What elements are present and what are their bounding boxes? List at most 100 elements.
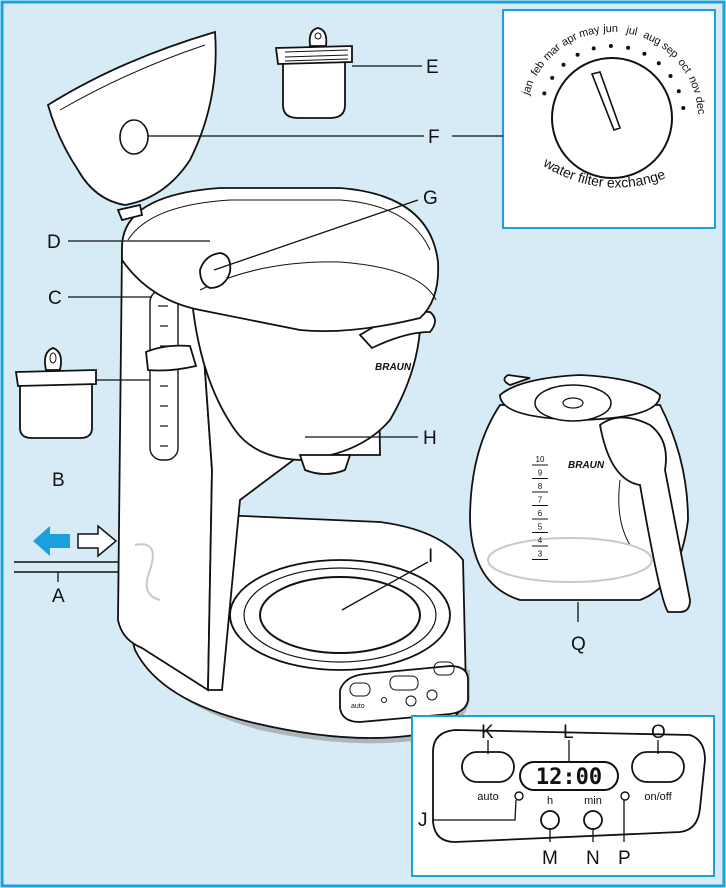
base-min-button [426,689,438,701]
dial-dot-aug [642,51,647,56]
inset-frame [411,715,715,877]
hour-text: h [547,795,553,807]
control-panel-inset: 12:00 auto on/off h min [411,715,715,877]
hot-plate-ring [243,567,437,663]
cartridge-e-grid [284,49,349,62]
label-n: N [586,848,600,869]
carafe-handle [599,416,691,613]
dial-dot-oct [668,74,673,78]
base-control-strip [339,665,469,723]
dial-dot-jul [626,45,631,50]
open-lid [46,30,217,222]
dial-month-jul: jul [624,24,638,38]
base-onoff-button [433,661,455,676]
label-d: D [47,232,61,253]
water-level-gauge [149,289,179,461]
panel-outline [432,729,706,843]
dial-month-dec: dec [693,96,707,116]
slide-arrows [14,524,118,573]
filter-basket-drip [298,454,352,475]
open-lid-body [46,30,217,206]
base-clock-display [389,675,419,691]
base-auto-button [349,682,371,697]
label-i: I [428,546,433,567]
auto-button[interactable] [461,751,515,783]
cartridge-b-hole [49,352,57,364]
label-h: H [423,428,437,449]
dial-month-jun: jun [602,23,618,35]
label-c: C [48,288,62,309]
onoff-text: on/off [644,791,672,803]
open-lid-knob [119,119,149,155]
onoff-lamp [620,791,630,801]
carafe-brand: BRAUN [568,460,605,471]
tank-filter-holder [145,344,198,372]
filter-cartridge-b [14,347,97,439]
letter-labels: A B C D E F G H I Q K L O J M N P [47,57,666,869]
carafe-scale-label: 4 [538,536,543,545]
carafe-scale-label: 3 [538,550,543,559]
carafe-scale-label: 10 [536,455,545,464]
machine-brand: BRAUN [375,362,412,373]
leader-j [433,799,517,821]
carafe-scale-label: 9 [538,469,543,478]
label-p: P [618,848,631,869]
open-lid-rim [59,44,206,111]
label-f: F [428,127,440,148]
arrow-right-icon [77,524,118,558]
label-g: G [423,188,438,209]
leader-i [341,561,429,611]
dial-dot-apr [575,52,580,57]
open-lid-hinge [116,203,144,222]
label-o: O [651,722,666,743]
lid-inner-line [199,261,437,301]
carafe-scale-label: 6 [538,509,543,518]
dial-dot-jan [542,91,547,96]
auto-text: auto [477,791,498,803]
filter-cartridge-e [274,27,353,119]
arrow-left-icon [33,526,70,556]
dial-month-jan: jan [520,79,537,98]
leader-lines [57,65,659,842]
carafe-coffee-line [487,537,653,583]
machine-lid [121,187,440,333]
label-m: M [542,848,558,869]
base-auto-text: auto [351,703,365,710]
cartridge-b-body [19,379,93,439]
carafe-spout [503,374,531,386]
hot-plate-inner [259,576,421,654]
label-k: K [481,722,494,743]
dial-pointer [590,71,622,131]
onoff-button[interactable] [631,751,685,783]
hour-button[interactable] [540,810,560,830]
minute-button[interactable] [583,810,603,830]
carafe-scale-label: 7 [538,496,543,505]
label-b: B [52,470,65,491]
cartridge-e-body [282,57,346,119]
carafe-scale-label: 8 [538,482,543,491]
dial-dot-jun [608,44,613,48]
clock-text: 12:00 [536,765,602,790]
dial-dot-may [591,46,596,51]
minute-text: min [584,795,602,807]
cartridge-e-handle-hole [314,32,322,40]
label-e: E [426,57,439,78]
coffee-maker: auto BRAUN [117,187,470,744]
auto-lamp [514,791,524,801]
leader-g [213,199,419,271]
carafe-lid-knob [562,397,584,409]
cartridge-b-top [14,369,97,387]
dial-dot-sep [656,61,661,66]
lid-top-line [127,199,431,251]
dial-dot-mar [561,62,566,67]
base-h-button [405,695,417,707]
label-q: Q [571,634,586,655]
dial-dot-nov [676,89,681,94]
dial-dot-dec [681,106,686,110]
lid-knob [199,252,232,289]
